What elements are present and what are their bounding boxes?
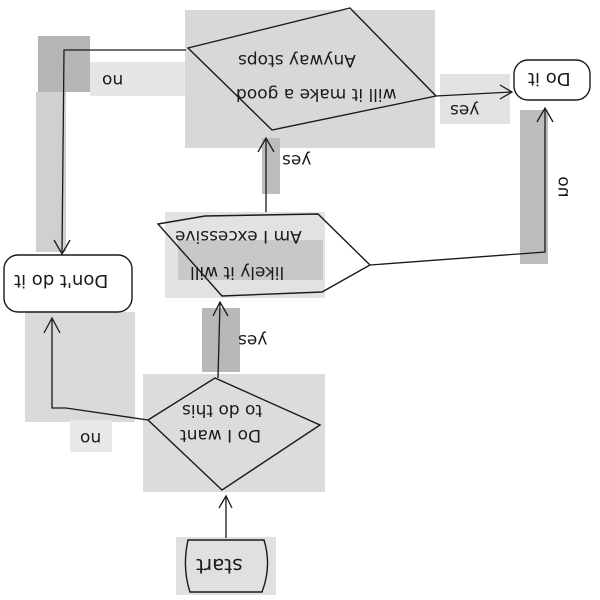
- arrow-want-to-excessive: [217, 301, 221, 379]
- highlight-bottom-decision: [143, 374, 325, 492]
- decision-anyway-line1: Anyway stops: [238, 49, 356, 70]
- flowchart-shapes: [3, 7, 591, 593]
- dont-do-it-node: [3, 254, 133, 313]
- arrow-excessive-to-do: [369, 108, 546, 266]
- dont-do-it-label: Don't do it: [14, 269, 109, 291]
- decision-want-node: [146, 377, 322, 491]
- arrow-excessive-to-anyway-head: [257, 136, 275, 153]
- start-node: [184, 539, 269, 593]
- highlight-top-decision: [185, 10, 435, 148]
- arrow-want-to-dont: [51, 320, 149, 421]
- decision-excessive-line2: likely it will: [190, 261, 285, 282]
- highlight-left-column: [36, 92, 66, 252]
- do-it-node: [513, 59, 591, 101]
- arrow-anyway-to-do: [435, 91, 513, 97]
- arrow-anyway-to-dont-head: [53, 239, 71, 256]
- arrow-want-to-excessive-head: [212, 300, 229, 317]
- decision-anyway-line2: will it make a good: [236, 83, 397, 104]
- edge-label-yes-middle: yes: [282, 149, 312, 170]
- decision-excessive-line1: Am I excessive: [175, 225, 302, 246]
- highlight-no-top: [90, 62, 185, 96]
- decision-want-line1: Do I want: [180, 424, 262, 445]
- edge-label-no-lower: no: [80, 427, 102, 448]
- edge-label-yes-lower: yes: [238, 329, 268, 350]
- do-it-label: Do it: [528, 67, 571, 89]
- highlight-yes-top-right: [440, 74, 510, 124]
- edge-label-no-right: no: [553, 176, 574, 198]
- edge-label-yes-top: yes: [450, 99, 480, 120]
- highlight-start: [176, 537, 276, 595]
- flowchart-connectors: [43, 49, 554, 538]
- highlight-no-bottom: [70, 420, 112, 452]
- edge-label-no-top: no: [102, 69, 124, 90]
- arrow-anyway-to-do-head: [499, 84, 514, 100]
- arrow-want-to-dont-head: [43, 316, 61, 334]
- start-label: start: [196, 554, 243, 578]
- arrow-start-to-want-head: [218, 494, 233, 509]
- highlight-left-lower: [25, 312, 135, 422]
- arrow-anyway-to-dont: [61, 49, 186, 253]
- highlight-right-column: [520, 110, 548, 264]
- arrow-excessive-to-do-head: [536, 106, 554, 123]
- highlight-yes-lower: [202, 308, 240, 372]
- decision-want-line2: to do this: [182, 399, 263, 420]
